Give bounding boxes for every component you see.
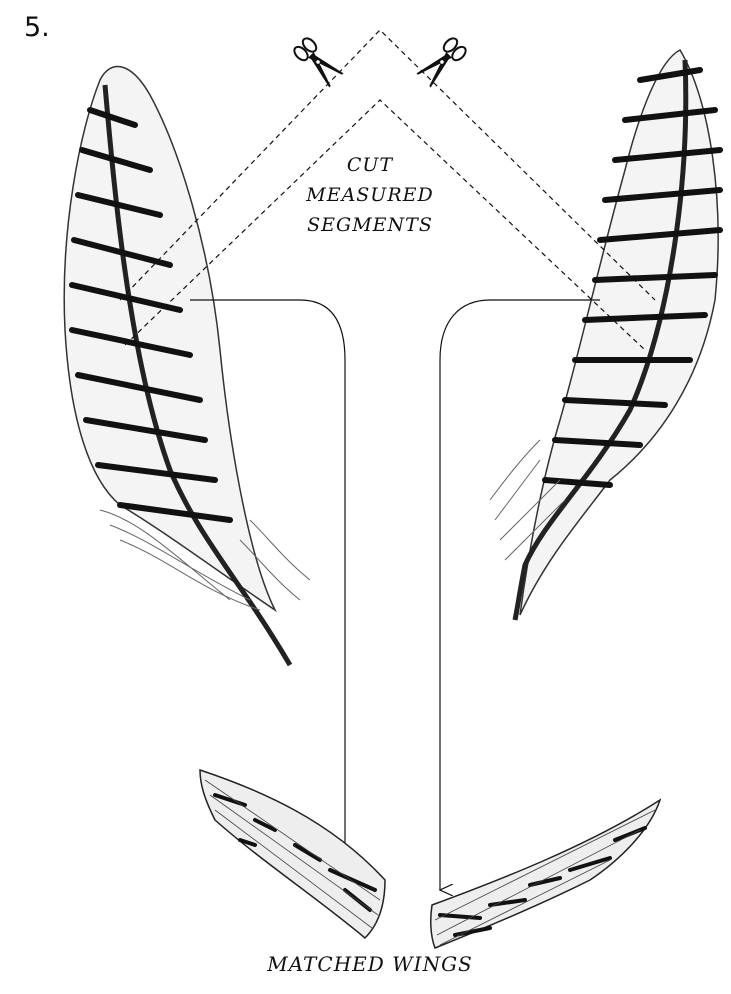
top-caption-line-1: CUT [240, 150, 500, 180]
scissors-icon [416, 36, 468, 88]
top-caption: CUT MEASURED SEGMENTS [240, 150, 500, 240]
right-wing-segment [431, 800, 660, 948]
scissors-icon [292, 36, 344, 88]
left-wing-segment [200, 770, 385, 938]
bottom-caption: MATCHED WINGS [240, 952, 500, 976]
right-feather [490, 50, 720, 620]
top-caption-line-3: SEGMENTS [240, 210, 500, 240]
top-caption-line-2: MEASURED [240, 180, 500, 210]
